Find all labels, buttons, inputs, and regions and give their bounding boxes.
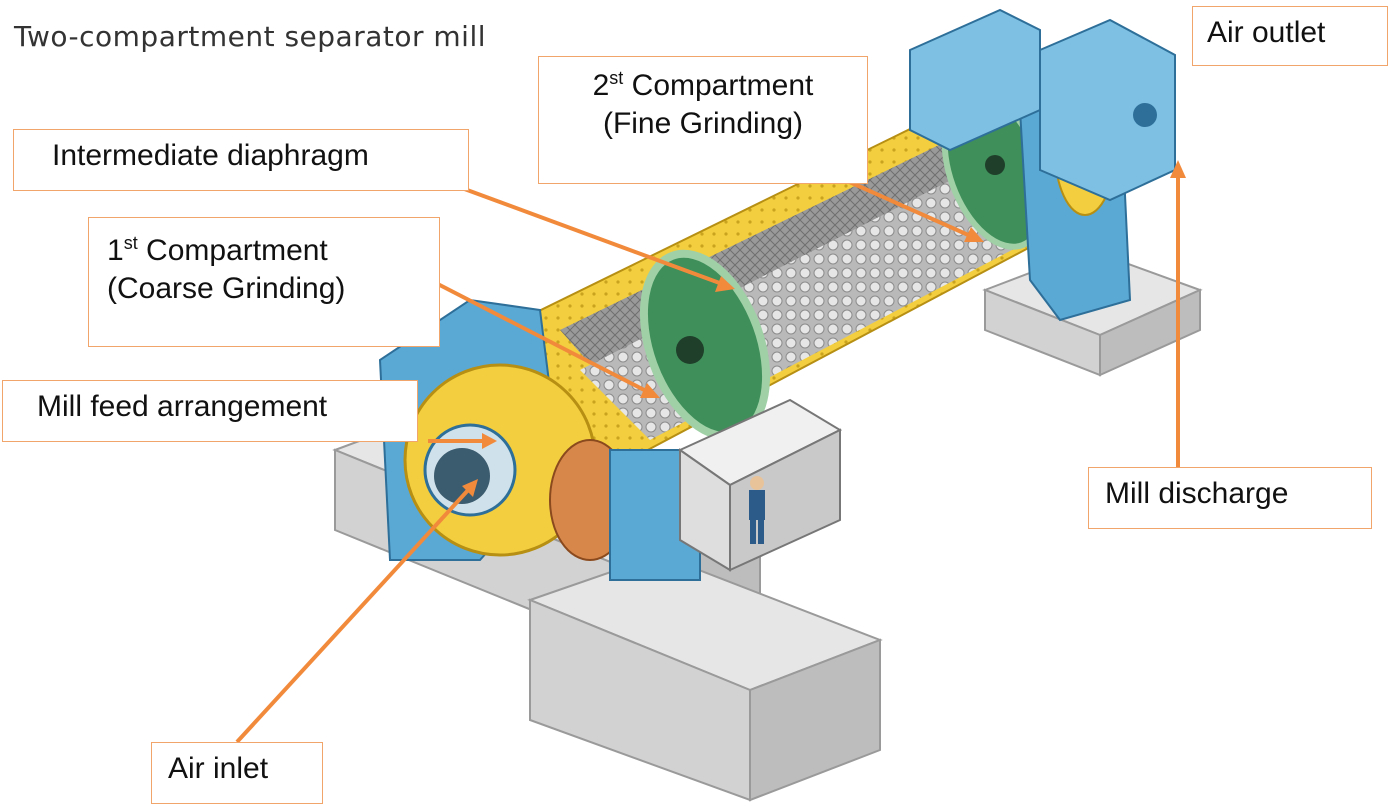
- label-mill-feed-arrangement: Mill feed arrangement: [2, 380, 418, 442]
- arrow-second-compartment: [844, 178, 976, 240]
- second-compartment-subtitle: (Fine Grinding): [602, 107, 804, 140]
- label-air-inlet: Air inlet: [151, 742, 323, 804]
- separator-fan: [909, 8, 1176, 202]
- label-second-compartment: 2st Compartment (Fine Grinding): [538, 56, 868, 184]
- diagram-title: Two-compartment separator mill: [14, 20, 487, 53]
- label-intermediate-diaphragm: Intermediate diaphragm: [13, 129, 469, 191]
- arrowhead-intermediate-diaphragm: [715, 276, 735, 292]
- annotation-arrows: [235, 160, 1186, 744]
- second-compartment-ordinal: st: [609, 68, 624, 88]
- arrow-air-inlet: [235, 486, 472, 744]
- label-mill-discharge: Mill discharge: [1088, 467, 1372, 529]
- second-compartment-heading: 2st Compartment: [553, 67, 853, 105]
- label-air-inlet-text: Air inlet: [168, 752, 269, 785]
- label-first-compartment: 1st Compartment (Coarse Grinding): [88, 217, 440, 347]
- arrowhead-air-inlet: [462, 479, 478, 497]
- operator-figure-icon: [749, 476, 765, 544]
- drive-motor: [677, 398, 843, 572]
- arrowhead-mill-discharge: [1170, 160, 1186, 178]
- first-compartment-ordinal: st: [123, 233, 138, 253]
- arrowhead-mill-feed: [482, 433, 497, 449]
- label-intermediate-diaphragm-text: Intermediate diaphragm: [52, 139, 369, 172]
- first-compartment-heading: 1st Compartment: [107, 232, 425, 270]
- label-mill-feed-text: Mill feed arrangement: [37, 390, 328, 423]
- second-compartment-word: Compartment: [623, 69, 814, 102]
- arrow-first-compartment: [429, 278, 651, 395]
- label-air-outlet: Air outlet: [1192, 6, 1388, 66]
- first-compartment-number: 1: [107, 234, 124, 267]
- second-compartment-number: 2: [592, 69, 610, 102]
- first-compartment-subtitle: (Coarse Grinding): [107, 272, 346, 305]
- label-air-outlet-text: Air outlet: [1207, 16, 1326, 49]
- label-mill-discharge-text: Mill discharge: [1105, 477, 1289, 510]
- first-compartment-word: Compartment: [137, 234, 328, 267]
- arrow-intermediate-diaphragm: [439, 178, 726, 287]
- arrowhead-first-compartment: [640, 383, 660, 398]
- arrowhead-second-compartment: [964, 227, 984, 242]
